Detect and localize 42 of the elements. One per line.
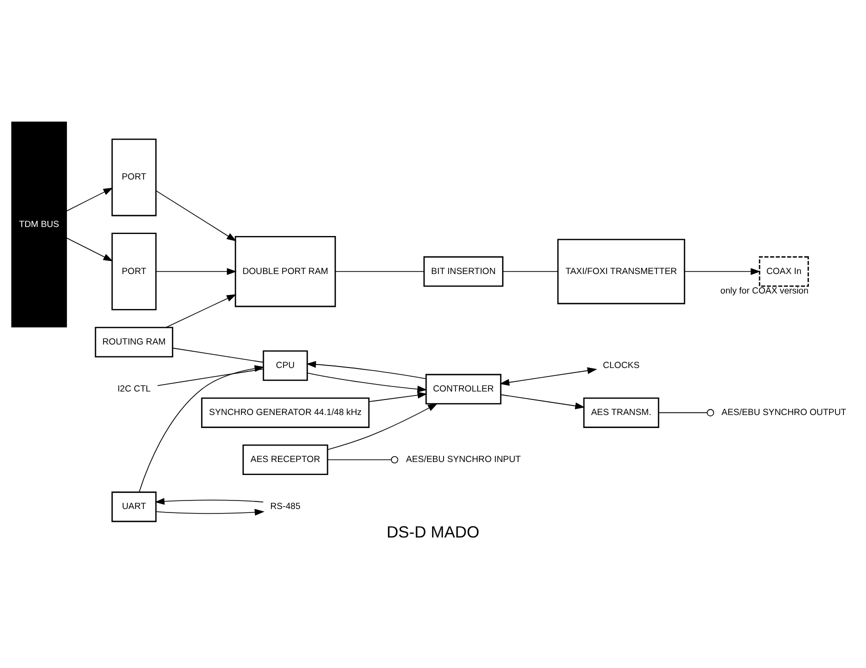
connector [334, 271, 424, 272]
connector [502, 271, 558, 272]
node-box: AES RECEPTOR [242, 444, 328, 475]
connector [172, 348, 264, 363]
arrow [66, 188, 114, 212]
node-box: CONTROLLER [425, 374, 502, 404]
node-box: PORT [111, 138, 157, 216]
arrow [368, 392, 428, 402]
arrow [500, 367, 598, 386]
arrow [154, 498, 264, 505]
arrow [66, 237, 114, 262]
node-text: AES/EBU SYNCHRO OUTPUT [722, 406, 846, 417]
node-text: CLOCKS [602, 360, 640, 370]
arrow [156, 190, 236, 242]
arrow [165, 294, 236, 328]
arrow [500, 394, 585, 410]
node-box: COAX In [758, 256, 809, 287]
node-text: I2C CTL [117, 383, 151, 394]
node-text: AES/EBU SYNCHRO INPUT [406, 454, 521, 464]
node-box: TAXI/FOXI TRANSMETTER [557, 238, 686, 304]
node-label: only for COAX version [720, 285, 808, 296]
connector [157, 368, 264, 386]
connector [658, 409, 714, 416]
connector [327, 456, 398, 464]
arrow [156, 268, 237, 275]
node-box: UART [111, 492, 157, 522]
node-box: PORT [111, 232, 157, 310]
node-box: BIT INSERTION [423, 256, 504, 287]
node-box: CPU [262, 350, 308, 381]
node-box: AES TRANSM. [583, 397, 660, 428]
caption: DS-D MADO [386, 524, 480, 542]
arrow [684, 268, 760, 275]
node-box: DOUBLE PORT RAM [234, 236, 336, 308]
arrow [327, 403, 438, 450]
node-box: SYNCHRO GENERATOR 44.1/48 kHz [201, 397, 370, 428]
arrow [307, 372, 428, 392]
node-box: ROUTING RAM [94, 326, 174, 358]
arrow [138, 365, 264, 492]
node-box: TDM BUS [11, 122, 67, 328]
arrow [156, 508, 264, 516]
arrow [306, 361, 426, 380]
node-text: RS-485 [270, 501, 300, 512]
